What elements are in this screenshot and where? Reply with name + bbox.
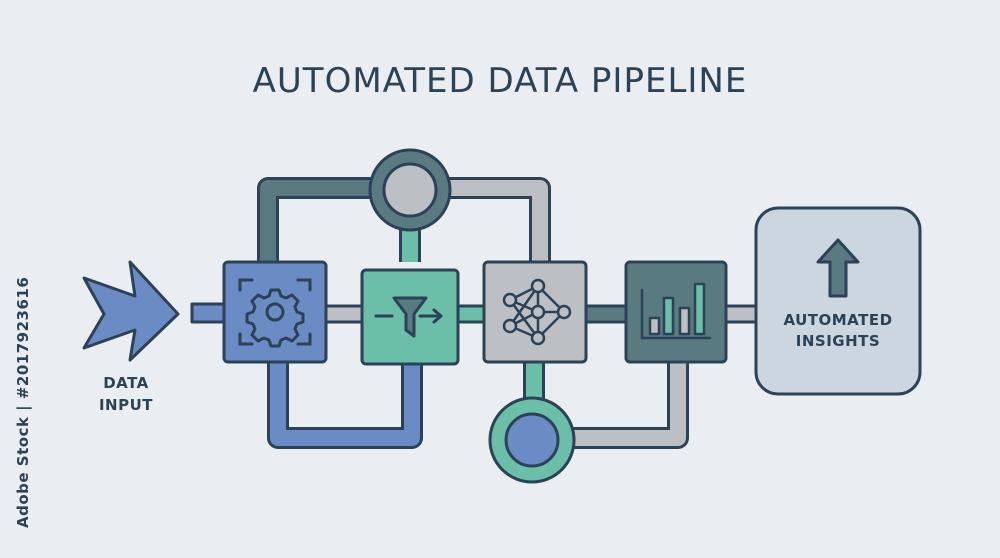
node-top: [368, 148, 452, 232]
arrow-up-icon: [816, 238, 860, 298]
bar-chart-icon: [640, 282, 712, 340]
neural-network-icon: [502, 278, 572, 346]
pipe-step4-output: [724, 304, 760, 324]
pipe-bottom-left: [267, 362, 423, 449]
node-bottom: [488, 396, 576, 484]
output-label-line1: AUTOMATED: [783, 311, 892, 329]
pipe-step1-step2: [324, 304, 366, 324]
circle-node-icon: [504, 412, 560, 468]
step-neural-network: [482, 260, 588, 364]
pipe-step2-step3: [454, 304, 488, 324]
step-bar-chart: [624, 260, 728, 364]
step-gear: [222, 260, 328, 364]
gear-icon: [238, 278, 312, 348]
chevron-arrow-icon: [82, 260, 180, 362]
stock-id-watermark: Adobe Stock | #2017923616: [14, 277, 33, 528]
pipe-bottom-right: [560, 362, 689, 449]
step-filter: [360, 268, 460, 366]
input-label-line1: DATA: [103, 374, 149, 392]
data-input: DATA INPUT: [82, 260, 180, 414]
circle-node-icon: [382, 162, 438, 218]
input-label-line2: INPUT: [99, 396, 153, 414]
pipe-step3-step4: [584, 304, 628, 324]
output-label-line2: INSIGHTS: [796, 332, 880, 350]
output-insights: AUTOMATED INSIGHTS: [754, 206, 922, 396]
diagram-title: AUTOMATED DATA PIPELINE: [253, 61, 748, 101]
filter-funnel-icon: [374, 296, 443, 338]
pipe-input: [190, 302, 228, 324]
